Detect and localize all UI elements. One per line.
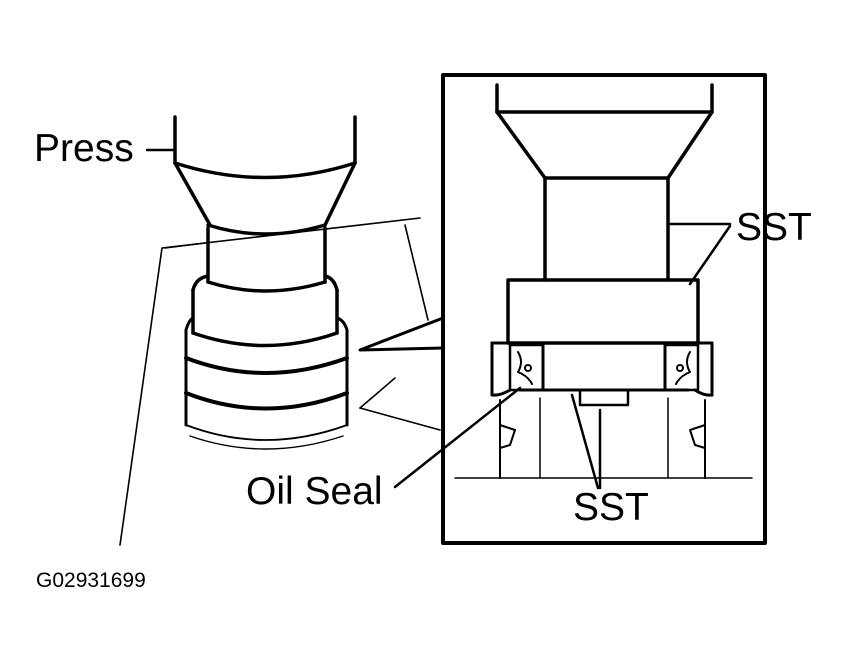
zoom-callout-pointer — [358, 316, 445, 352]
overview-housing — [184, 316, 349, 450]
overview-sst-ring — [191, 274, 339, 348]
press-label: Press — [34, 127, 134, 170]
figure-id: G02931699 — [36, 569, 146, 592]
detail-box — [441, 73, 767, 545]
oil-seal-label: Oil Seal — [246, 470, 383, 513]
detail-press-and-sst — [495, 83, 714, 345]
press-ram — [173, 115, 357, 293]
workbench-outline — [119, 217, 441, 546]
sst-lower-label: SST — [573, 486, 649, 529]
sst-upper-label: SST — [736, 206, 812, 249]
detail-seal-and-housing — [454, 341, 753, 479]
